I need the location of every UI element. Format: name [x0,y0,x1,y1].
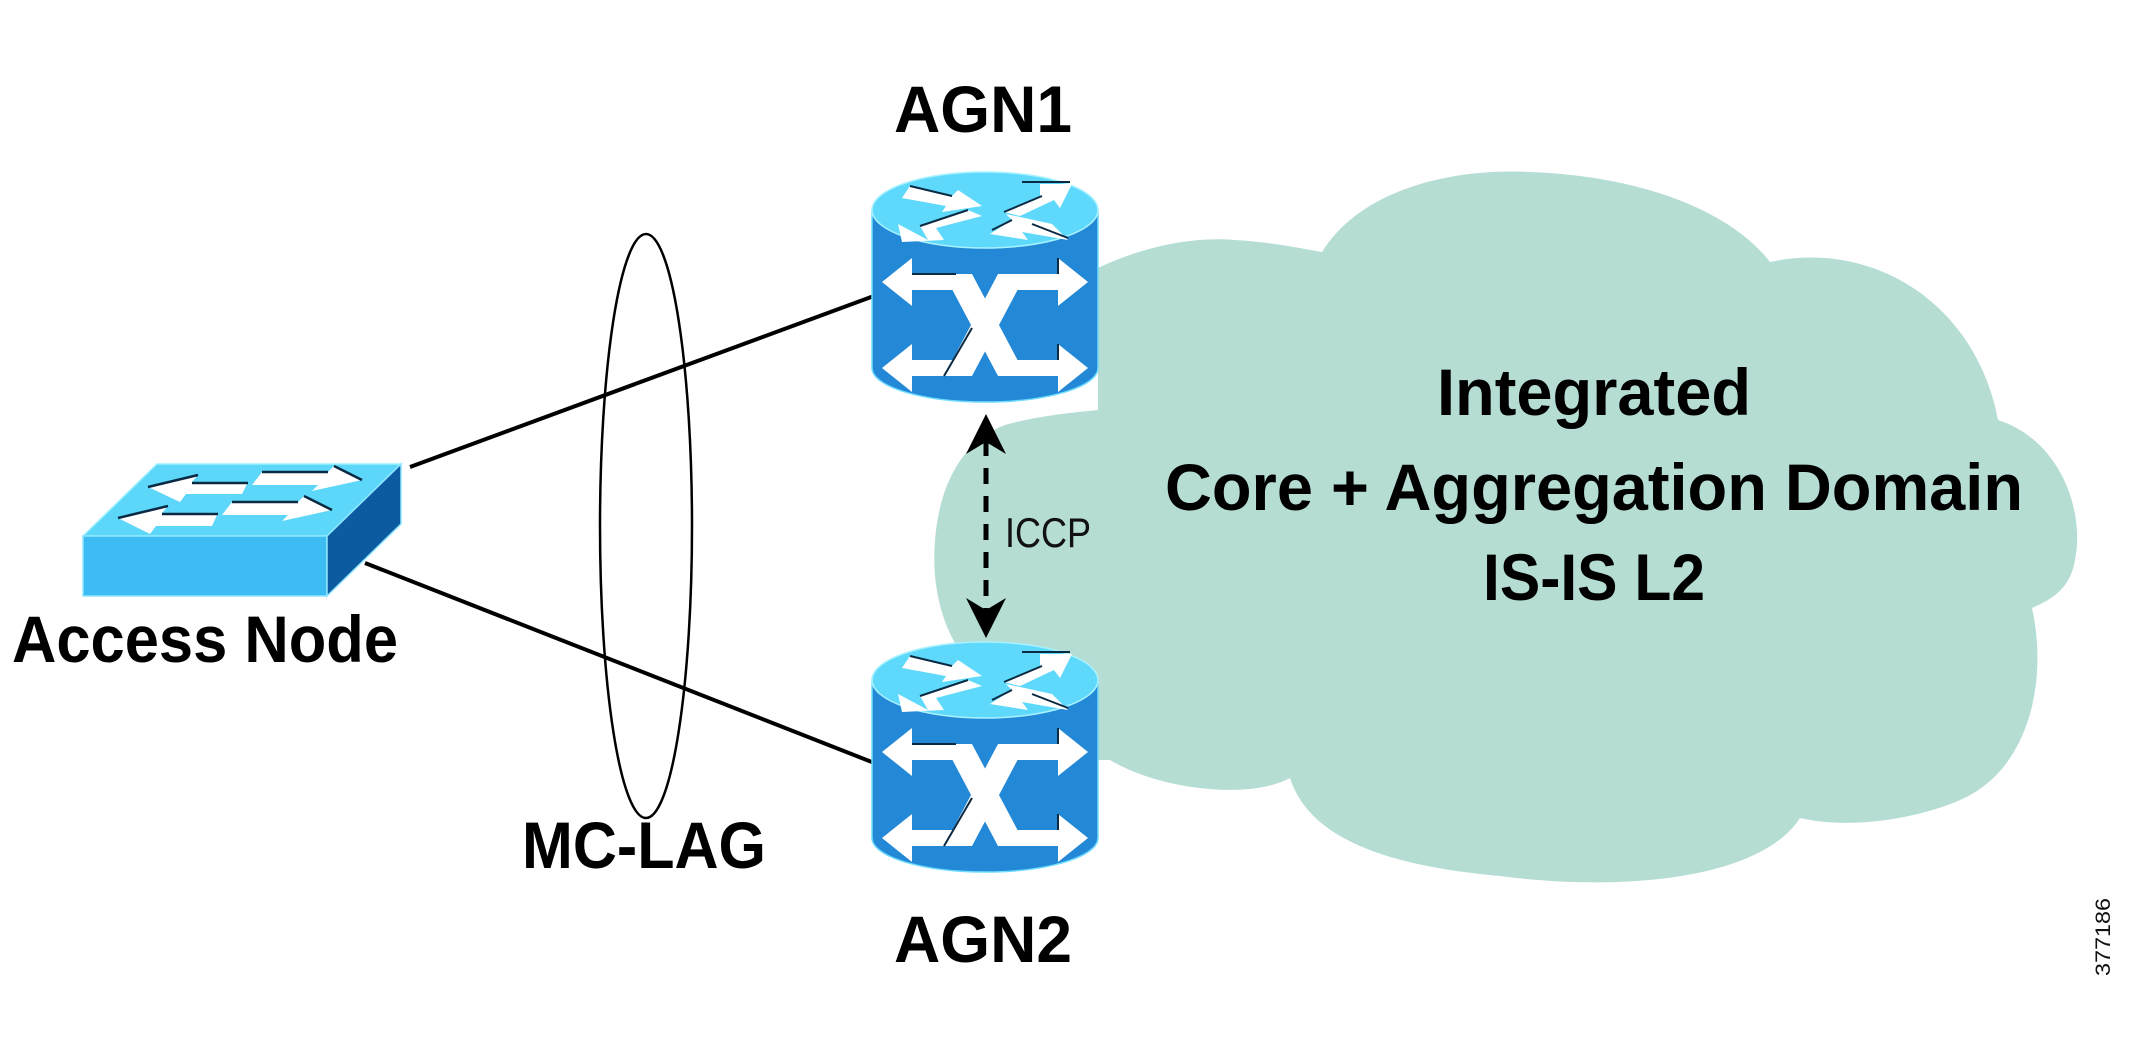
mc-lag-bundle-ellipse [598,232,694,820]
arrow-up-icon [966,414,1006,454]
agn1-label: AGN1 [894,72,1072,146]
agn2-router[interactable] [871,641,1099,873]
agn2-label: AGN2 [894,902,1072,976]
cloud-line-2: Core + Aggregation Domain [1165,450,2023,524]
switch-arrows-icon [117,464,363,534]
arrow-down-icon [966,598,1006,638]
iccp-label: ICCP [1005,509,1091,556]
switch-side-face [326,462,402,598]
cloud-shape [934,171,2078,883]
figure-id: 377186 [2092,898,2115,976]
access-node-label: Access Node [12,602,398,676]
agn1-router[interactable] [871,171,1099,403]
router-icon [871,641,1099,873]
access-node-switch[interactable] [81,462,403,598]
router-icon [871,171,1099,403]
switch-front-face [82,535,328,597]
iccp-link [966,414,1006,638]
link-access-agn2 [364,561,883,768]
core-aggregation-cloud [934,171,2078,883]
mc-lag-label: MC-LAG [522,808,766,882]
cloud-line-1: Integrated [1437,355,1751,429]
cloud-line-3: IS-IS L2 [1483,540,1705,614]
link-access-agn1 [409,291,883,469]
